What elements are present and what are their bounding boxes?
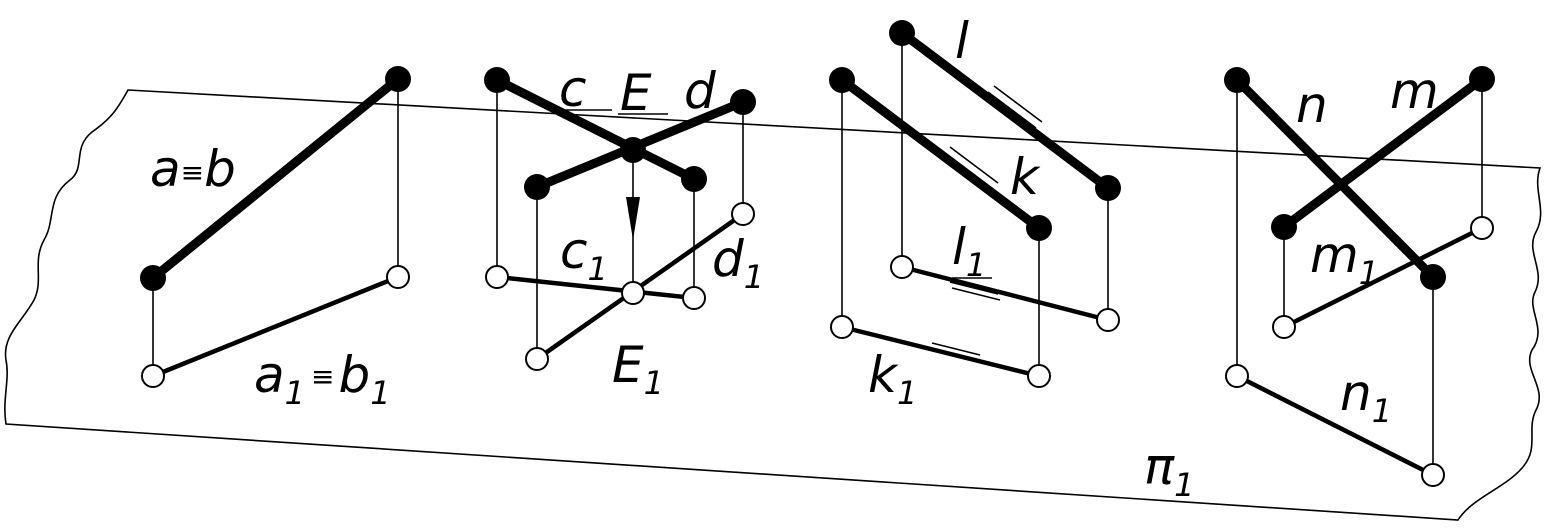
projection-point — [1225, 364, 1249, 388]
projection-n1 — [1234, 373, 1436, 478]
projection-point — [1470, 216, 1494, 240]
group-intersecting-lines: c E d c1 d1 E1 — [484, 60, 764, 402]
line-l — [897, 28, 1113, 193]
label-c: c — [559, 60, 587, 118]
line-a-b — [148, 74, 403, 283]
projection-point — [141, 364, 165, 388]
parallel-mark — [949, 146, 999, 184]
label-n1: n1 — [1340, 364, 1392, 430]
point — [1095, 175, 1121, 201]
label-n: n — [1296, 76, 1328, 134]
plane-label: π1 — [1144, 438, 1194, 504]
point — [829, 67, 855, 93]
projection-point — [386, 265, 410, 289]
projection-point-E1 — [621, 281, 645, 305]
label-m: m — [1390, 62, 1439, 120]
parallel-mark — [931, 342, 981, 356]
point — [1271, 214, 1297, 240]
projection-point — [731, 202, 755, 226]
parallel-mark — [951, 287, 1001, 301]
projection-k1 — [839, 324, 1042, 379]
label-a1-b1: a1≡b1 — [254, 346, 391, 412]
point — [524, 174, 550, 200]
projection-m1 — [1281, 225, 1485, 330]
projection-point — [1027, 364, 1051, 388]
line-c — [492, 75, 699, 184]
line-k — [837, 75, 1044, 233]
point — [1420, 264, 1446, 290]
projection-point — [830, 315, 854, 339]
label-k1: k1 — [868, 346, 917, 412]
projection-point — [682, 286, 706, 310]
label-l1: l1 — [952, 218, 986, 284]
label-c1: c1 — [560, 222, 608, 288]
group-parallel-lines: l k l1 k1 — [829, 12, 1121, 412]
projection-c1 — [494, 274, 697, 301]
line-m — [1279, 74, 1487, 232]
projection-point — [485, 265, 509, 289]
intersection-point-E — [620, 137, 646, 163]
parallel-mark — [933, 348, 983, 362]
parallel-mark — [943, 152, 993, 190]
projection-point — [525, 347, 549, 371]
label-m1: m1 — [1310, 226, 1379, 292]
line-n — [1232, 75, 1438, 282]
projection-point — [1272, 315, 1296, 339]
projection-point — [1096, 308, 1120, 332]
point — [681, 166, 707, 192]
point — [1469, 66, 1495, 92]
projection-plane — [4, 89, 1542, 521]
group-coincident-lines: a≡b a1≡b1 — [140, 66, 411, 412]
parallel-mark — [993, 85, 1043, 123]
group-skew-lines: n m m1 n1 — [1224, 62, 1495, 487]
label-a-b: a≡b — [150, 140, 236, 198]
point — [484, 67, 510, 93]
point — [385, 66, 411, 92]
point — [1224, 67, 1250, 93]
point — [889, 20, 915, 46]
label-E: E — [620, 64, 652, 122]
point — [1026, 215, 1052, 241]
arrow-head-icon — [626, 197, 640, 240]
projection-a1-b1 — [150, 274, 401, 379]
projection-l1 — [899, 264, 1111, 323]
parallel-mark — [949, 281, 999, 295]
label-d: d — [684, 62, 716, 120]
parallel-mark — [987, 91, 1037, 129]
point — [140, 265, 166, 291]
label-l: l — [955, 12, 969, 70]
projection-point — [1421, 463, 1445, 487]
label-E1: E1 — [612, 336, 664, 402]
point — [730, 89, 756, 115]
label-d1: d1 — [712, 230, 764, 296]
label-k: k — [1010, 148, 1041, 206]
projection-point — [890, 255, 914, 279]
